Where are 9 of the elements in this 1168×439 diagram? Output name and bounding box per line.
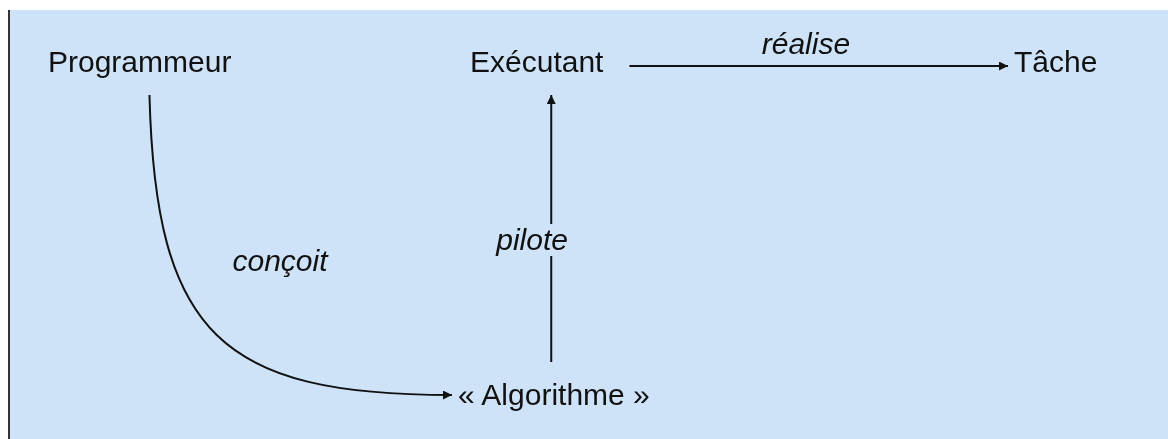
node-text: « Algorithme » bbox=[452, 374, 656, 416]
node-text: Tâche bbox=[1008, 41, 1104, 83]
arrow bbox=[628, 61, 1009, 71]
arrow bbox=[546, 94, 556, 363]
node-text: Exécutant bbox=[464, 41, 610, 83]
arrow bbox=[148, 94, 453, 400]
edge-label: réalise bbox=[760, 28, 852, 60]
edge-label: conçoit bbox=[231, 245, 330, 277]
node-text: Programmeur bbox=[42, 41, 238, 83]
